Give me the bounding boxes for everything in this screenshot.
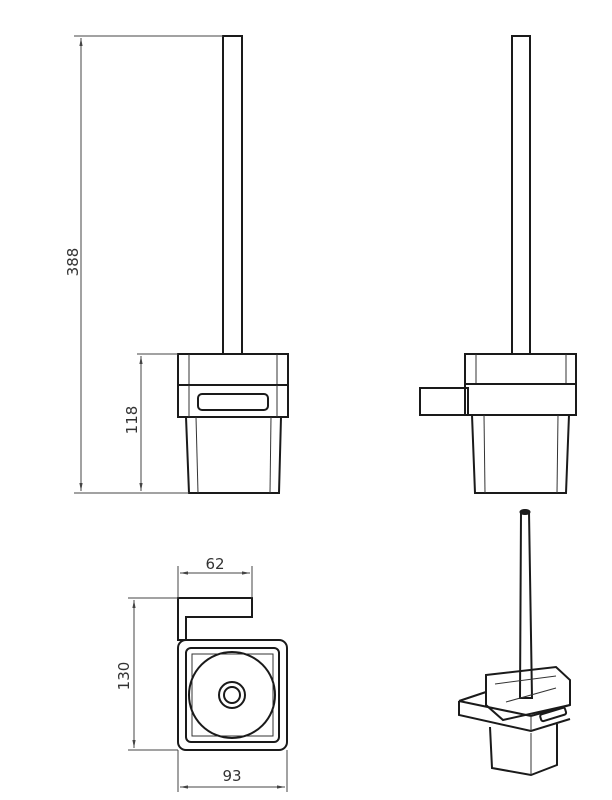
brush-handle bbox=[222, 35, 243, 355]
dim-388-label: 388 bbox=[64, 248, 82, 277]
dim-118-label: 118 bbox=[123, 406, 141, 435]
cup bbox=[185, 416, 282, 494]
dimension-width: 93 bbox=[177, 750, 288, 792]
isometric-view bbox=[458, 509, 571, 777]
holder-top bbox=[177, 353, 289, 386]
front-view bbox=[177, 35, 289, 494]
dimension-overall-height: 388 bbox=[64, 35, 223, 494]
brush-handle-side bbox=[511, 35, 531, 355]
top-view bbox=[177, 597, 288, 751]
wall-bracket-side bbox=[419, 387, 469, 416]
holder-top-side bbox=[464, 353, 577, 385]
dim-93-label: 93 bbox=[222, 767, 241, 785]
holder-outer bbox=[177, 639, 288, 751]
holder-band bbox=[177, 384, 289, 418]
side-view bbox=[419, 35, 577, 494]
cup-side bbox=[471, 414, 570, 494]
wall-bracket-top bbox=[177, 597, 253, 641]
holder-inner bbox=[185, 647, 280, 743]
dim-62-label: 62 bbox=[205, 555, 224, 573]
handle-top bbox=[223, 686, 241, 704]
holder-slot bbox=[197, 393, 269, 411]
cup-iso bbox=[489, 724, 558, 777]
dim-130-label: 130 bbox=[115, 662, 133, 691]
brush-handle-iso bbox=[518, 511, 534, 699]
dimension-depth: 130 bbox=[115, 597, 178, 751]
holder-iso bbox=[485, 665, 571, 722]
cup-bottom bbox=[188, 651, 276, 739]
dimension-bracket-projection: 62 bbox=[177, 555, 253, 598]
dimension-holder-height: 118 bbox=[123, 353, 178, 491]
